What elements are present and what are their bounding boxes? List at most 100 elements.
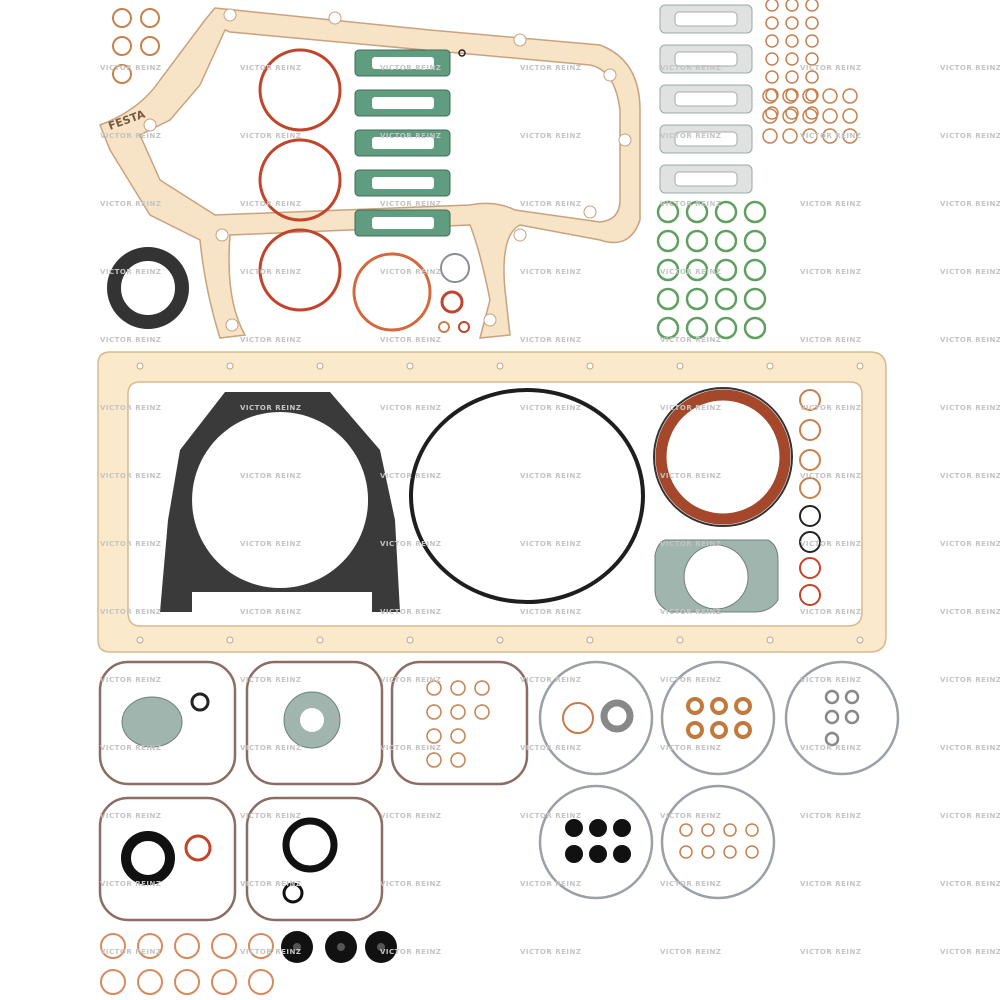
parts-bag (538, 784, 654, 900)
watermark-text: VICTOR REINZ (800, 336, 861, 344)
copper-washer (805, 0, 819, 12)
copper-washer (426, 752, 442, 768)
parts-bag (390, 660, 529, 786)
green-o-ring (714, 258, 738, 282)
copper-washer (474, 680, 490, 696)
watermark-text: VICTOR REINZ (660, 336, 721, 344)
copper-washer (802, 88, 818, 104)
copper-washer (785, 16, 799, 30)
cylinder-liner-o-ring (258, 138, 342, 222)
watermark-text: VICTOR REINZ (100, 608, 161, 616)
bolt-hole (406, 362, 414, 370)
watermark-text: VICTOR REINZ (800, 608, 861, 616)
gasket-port (372, 97, 434, 109)
bolt-hole (406, 636, 414, 644)
green-o-ring (685, 316, 709, 340)
green-o-ring (743, 287, 767, 311)
watermark-text: VICTOR REINZ (940, 676, 1000, 684)
copper-washer (805, 52, 819, 66)
copper-washer (140, 36, 160, 56)
small-o-ring (824, 709, 840, 725)
watermark-text: VICTOR REINZ (380, 64, 441, 72)
watermark-text: VICTOR REINZ (800, 812, 861, 820)
copper-washer (686, 721, 704, 739)
o-ring (352, 252, 432, 332)
watermark-text: VICTOR REINZ (380, 744, 441, 752)
gasket-port (372, 137, 434, 149)
copper-washer (734, 697, 752, 715)
small-o-ring (824, 731, 840, 747)
copper-washer (723, 823, 737, 837)
parts-bag (538, 660, 654, 776)
green-o-ring (714, 229, 738, 253)
seal-lip (653, 387, 793, 527)
copper-washer (782, 88, 798, 104)
bolt-hole (136, 362, 144, 370)
watermark-text: VICTOR REINZ (100, 540, 161, 548)
washer (600, 699, 634, 733)
watermark-text: VICTOR REINZ (800, 404, 861, 412)
valve-stem-seal (589, 819, 607, 837)
copper-washer (765, 106, 779, 120)
copper-washer (701, 823, 715, 837)
watermark-text: VICTOR REINZ (380, 608, 441, 616)
watermark-text: VICTOR REINZ (100, 880, 161, 888)
copper-washer (140, 8, 160, 28)
watermark-text: VICTOR REINZ (380, 132, 441, 140)
o-ring (799, 584, 821, 606)
watermark-text: VICTOR REINZ (380, 472, 441, 480)
watermark-text: VICTOR REINZ (800, 880, 861, 888)
watermark-text: VICTOR REINZ (240, 608, 301, 616)
watermark-text: VICTOR REINZ (240, 948, 301, 956)
watermark-text: VICTOR REINZ (380, 880, 441, 888)
parts-bag (660, 784, 776, 900)
oil-filter-gasket (121, 696, 183, 748)
green-o-ring (714, 316, 738, 340)
bolt-hole (603, 68, 617, 82)
watermark-text: VICTOR REINZ (940, 268, 1000, 276)
watermark-text: VICTOR REINZ (520, 132, 581, 140)
green-o-ring (743, 316, 767, 340)
green-o-ring (714, 287, 738, 311)
copper-washer (782, 108, 798, 124)
watermark-text: VICTOR REINZ (940, 132, 1000, 140)
small-o-ring (844, 689, 860, 705)
watermark-text: VICTOR REINZ (520, 540, 581, 548)
o-ring (458, 321, 470, 333)
bolt-hole (676, 362, 684, 370)
copper-washer (450, 680, 466, 696)
copper-washer (805, 70, 819, 84)
o-ring (440, 290, 464, 314)
small-o-ring (844, 709, 860, 725)
copper-washer (805, 16, 819, 30)
copper-washer (174, 933, 200, 959)
valve-stem-seal (589, 845, 607, 863)
copper-washer (112, 8, 132, 28)
o-ring (184, 834, 212, 862)
o-ring (799, 419, 821, 441)
bolt-hole (583, 205, 597, 219)
o-ring (799, 505, 821, 527)
watermark-text: VICTOR REINZ (240, 200, 301, 208)
watermark-text: VICTOR REINZ (660, 676, 721, 684)
watermark-text: VICTOR REINZ (100, 676, 161, 684)
gasket-port (674, 51, 738, 67)
watermark-text: VICTOR REINZ (520, 676, 581, 684)
copper-washer (710, 721, 728, 739)
copper-washer (211, 969, 237, 995)
parts-bag (98, 796, 237, 922)
watermark-text: VICTOR REINZ (520, 812, 581, 820)
o-ring (799, 389, 821, 411)
watermark-text: VICTOR REINZ (660, 812, 721, 820)
watermark-text: VICTOR REINZ (520, 472, 581, 480)
green-o-ring (743, 200, 767, 224)
copper-washer (762, 128, 778, 144)
copper-washer (745, 845, 759, 859)
copper-washer (822, 128, 838, 144)
watermark-text: VICTOR REINZ (240, 540, 301, 548)
watermark-text: VICTOR REINZ (100, 744, 161, 752)
watermark-text: VICTOR REINZ (660, 200, 721, 208)
copper-washer (842, 128, 858, 144)
copper-washer (248, 933, 274, 959)
watermark-text: VICTOR REINZ (100, 472, 161, 480)
